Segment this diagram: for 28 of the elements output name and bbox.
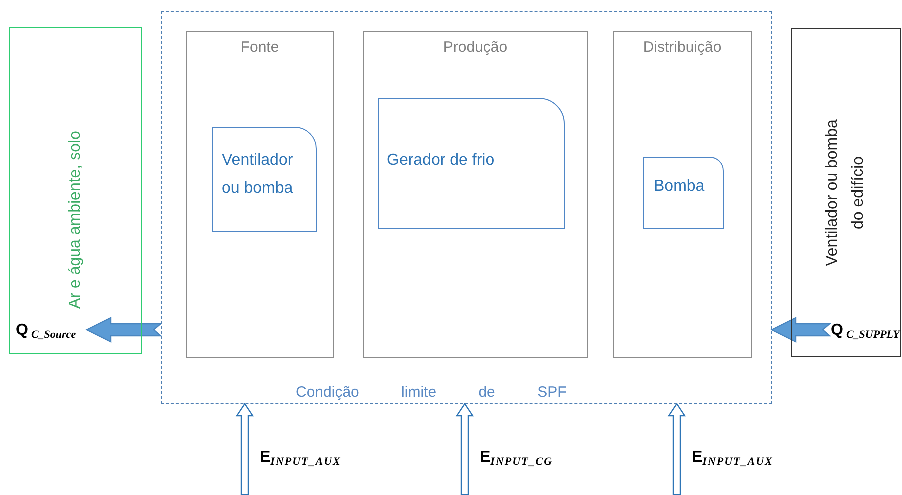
building-box [791, 28, 901, 357]
system-boundary [161, 11, 772, 404]
building-label: Ventilador ou bomba do edifício [823, 118, 868, 268]
stage-panel [363, 31, 588, 358]
stage-title: Distribuição [642, 38, 723, 58]
heat-flow-arrow [770, 317, 832, 343]
environment-label: Ar e água ambiente, solo [66, 130, 84, 309]
component-box [378, 98, 565, 229]
stage-panel [186, 31, 334, 358]
stage-title: Fonte [240, 38, 280, 58]
heat-flow-arrow [86, 317, 163, 343]
boundary-label: Condição limite de SPF [296, 383, 567, 403]
energy-input-arrow [456, 402, 474, 495]
energy-input-arrow [236, 402, 254, 495]
energy-input-arrow [668, 402, 686, 495]
stage-panel [613, 31, 752, 358]
energy-input-label: E$_{INPUT_CG}$ [480, 448, 554, 470]
heat-flow-label: Q$_{C_Source}$ [16, 321, 78, 343]
environment-box [9, 27, 142, 354]
energy-input-label: E$_{INPUT_AUX}$ [260, 448, 342, 470]
component-label: Gerador de frio [387, 151, 495, 171]
component-label: Ventilador ou bomba [222, 151, 294, 199]
component-box [643, 157, 724, 229]
component-box [212, 127, 317, 232]
component-label: Bomba [654, 177, 705, 197]
stage-title: Produção [442, 38, 509, 58]
energy-input-label: E$_{INPUT_AUX}$ [692, 448, 774, 470]
heat-flow-label: Q$_{C_SUPPLY}$ [831, 321, 902, 343]
